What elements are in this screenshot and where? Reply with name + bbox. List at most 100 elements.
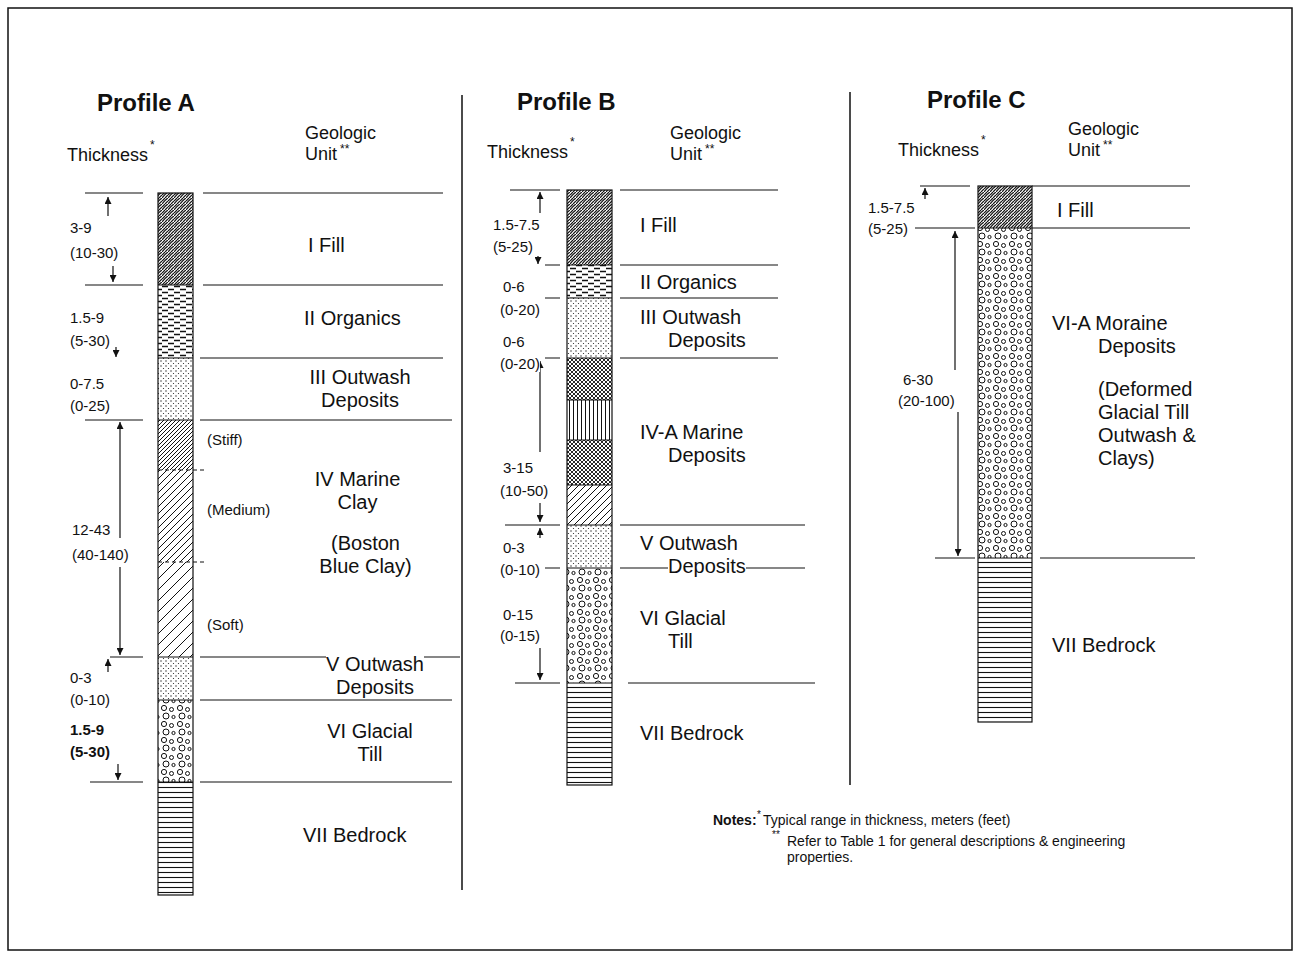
profile-divider — [462, 92, 850, 890]
thickness-value: 1.5-9 — [70, 721, 104, 738]
thickness-value: (0-20) — [500, 301, 540, 318]
thickness-value: 12-43 — [72, 521, 110, 538]
label-holder: 0-7.5 — [70, 375, 104, 392]
label-holder: Profile B — [517, 88, 616, 116]
medium-clay-layer — [158, 470, 193, 562]
thickness-value: (5-30) — [70, 332, 110, 349]
thickness-value: (10-30) — [70, 244, 118, 261]
thickness-arrow — [924, 188, 925, 199]
fill-layer — [158, 193, 193, 285]
clay-subdivision — [158, 470, 205, 562]
column-outline — [978, 186, 1032, 722]
label-holder: Profile C — [927, 86, 1026, 114]
thickness-value: 0-15 — [503, 606, 533, 623]
organics-layer — [567, 265, 612, 298]
unit-label: III Outwash Deposits — [640, 306, 746, 351]
thickness-value: (0-10) — [70, 691, 110, 708]
label-holder: V Outwash Deposits — [320, 653, 430, 699]
consistency-label: (Soft) — [207, 616, 244, 633]
thickness-value: (10-50) — [500, 482, 548, 499]
profile-heading: Profile C — [927, 86, 1026, 113]
moraine-layer — [978, 228, 1032, 558]
label-holder: (20-100) — [898, 392, 955, 409]
thickness-value: (40-140) — [72, 546, 129, 563]
unit-label: II Organics — [640, 271, 737, 293]
thickness-value: 0-6 — [503, 333, 525, 350]
organics-layer — [158, 285, 193, 358]
label-holder: 6-30 — [903, 371, 933, 388]
label-holder: (0-10) — [500, 561, 540, 578]
layer-boundary — [567, 265, 612, 683]
profile-heading: Profile A — [97, 89, 195, 116]
thickness-arrow — [119, 422, 120, 538]
label-holder: * — [150, 139, 155, 153]
outwash-layer — [567, 298, 612, 358]
label-holder: 0-3 — [503, 539, 525, 556]
label-holder: Geologic Unit — [670, 123, 760, 164]
label-holder: IV Marine Clay — [305, 468, 410, 514]
thickness-arrow — [539, 192, 540, 213]
label-holder: I Fill — [1057, 199, 1094, 222]
thickness-value: 0-3 — [503, 539, 525, 556]
label-holder: VII Bedrock — [1052, 634, 1155, 657]
column-heading: Thickness — [67, 145, 148, 165]
label-holder: Notes: — [713, 812, 757, 828]
note-text: Refer to Table 1 for general description… — [787, 833, 1125, 865]
thickness-arrow — [119, 567, 120, 655]
thickness-arrow — [539, 648, 540, 680]
thickness-value: (5-25) — [493, 238, 533, 255]
till-layer — [567, 568, 612, 683]
unit-label: I Fill — [308, 234, 345, 256]
label-holder: 0-6 — [503, 278, 525, 295]
thickness-value: 3-15 — [503, 459, 533, 476]
superscript-mark: * — [150, 138, 155, 152]
label-holder: Thickness — [898, 140, 979, 161]
superscript-mark: * — [570, 135, 575, 149]
unit-label: II Organics — [304, 307, 401, 329]
thickness-arrow — [539, 528, 540, 538]
label-holder: VII Bedrock — [640, 722, 743, 745]
unit-label: IV-A Marine Deposits — [640, 421, 746, 466]
thickness-value: (5-25) — [868, 220, 908, 237]
label-holder: (0-20) — [500, 355, 540, 372]
thickness-arrow — [107, 197, 108, 216]
unit-label: VII Bedrock — [640, 722, 743, 744]
label-holder: VII Bedrock — [303, 824, 406, 847]
label-holder: 1.5-9 — [70, 309, 104, 326]
thickness-arrow — [112, 266, 113, 282]
thickness-value: (0-15) — [500, 627, 540, 644]
label-holder: ** — [340, 143, 349, 157]
label-holder: Typical range in thickness, meters (feet… — [763, 812, 1010, 828]
label-holder: 1.5-7.5 — [493, 216, 540, 233]
thickness-arrow — [115, 347, 116, 357]
outwash-layer — [158, 358, 193, 420]
bedrock-layer — [567, 683, 612, 785]
thickness-value: (0-20) — [500, 355, 540, 372]
bedrock-layer — [158, 782, 193, 895]
unit-rule — [620, 190, 815, 683]
thickness-arrow — [539, 361, 540, 452]
thickness-value: 0-7.5 — [70, 375, 104, 392]
label-holder: 3-9 — [70, 219, 92, 236]
thickness-value: 6-30 — [903, 371, 933, 388]
label-holder: II Organics — [304, 307, 401, 330]
thickness-value: 3-9 — [70, 219, 92, 236]
thickness-value: 0-3 — [70, 669, 92, 686]
unit-label: (Deformed Glacial Till Outwash & Clays) — [1098, 378, 1196, 469]
label-holder: Thickness — [67, 145, 148, 166]
column-heading: Thickness — [487, 142, 568, 162]
unit-rule — [200, 193, 460, 782]
superscript-mark: ** — [705, 142, 714, 156]
thickness-value: (20-100) — [898, 392, 955, 409]
unit-label: VI-A Moraine Deposits — [1052, 312, 1176, 357]
column-outline — [158, 193, 193, 895]
thickness-value: 1.5-7.5 — [493, 216, 540, 233]
thickness-arrow — [954, 231, 955, 370]
profile-heading: Profile B — [517, 88, 616, 115]
unit-label: VII Bedrock — [1052, 634, 1155, 656]
superscript-mark: * — [981, 133, 986, 147]
label-holder: III Outwash Deposits — [295, 366, 425, 412]
label-holder: * — [570, 136, 575, 150]
bedrock-layer — [978, 558, 1032, 722]
label-holder: (0-10) — [70, 691, 110, 708]
